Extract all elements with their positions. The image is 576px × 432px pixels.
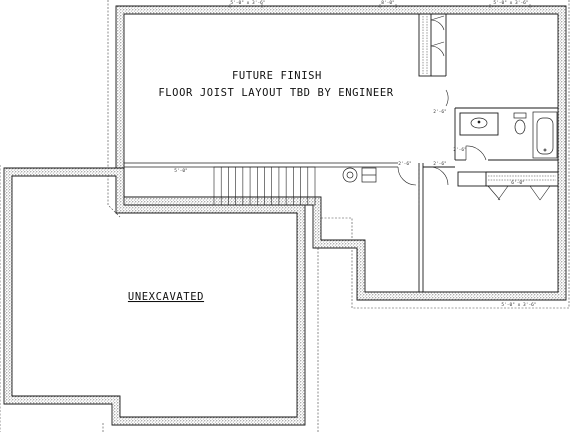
joist-note-label: FLOOR JOIST LAYOUT TBD BY ENGINEER xyxy=(158,87,393,99)
foundation-wall-upper xyxy=(115,5,567,301)
bathtub-icon xyxy=(532,111,558,159)
unexcavated-label: UNEXCAVATED xyxy=(128,291,204,303)
future-finish-label: FUTURE FINISH xyxy=(232,70,322,82)
room-labels: FUTURE FINISH FLOOR JOIST LAYOUT TBD BY … xyxy=(128,70,393,303)
toilet-bowl-icon xyxy=(514,119,526,135)
mechanical-equipment xyxy=(342,167,377,183)
foundation-wall-lower xyxy=(3,167,306,426)
door-swings xyxy=(397,15,551,201)
dim-bottom-right: 5'-0" x 3'-6" xyxy=(501,302,536,308)
beam-line xyxy=(124,162,398,168)
sink-icon xyxy=(470,117,488,129)
dim-stair-left: 5'-0" xyxy=(174,168,188,174)
dim-top-mid: 8'-0" xyxy=(381,0,395,6)
stairs xyxy=(213,166,316,206)
closet-shelves xyxy=(422,16,556,181)
dim-closet-right: 6'-0" xyxy=(511,180,525,186)
bath-fixtures xyxy=(470,111,558,159)
toilet-tank-icon xyxy=(513,112,527,119)
dimension-labels: 5'-0" x 3'-6" 8'-0" 5'-0" x 3'-6" 2'-6" … xyxy=(174,0,536,308)
partition-walls xyxy=(418,13,558,292)
dim-door-b: 2'-6" xyxy=(433,161,447,167)
dim-top-right: 5'-0" x 3'-6" xyxy=(493,0,528,6)
water-heater-icon xyxy=(342,167,358,183)
dim-top-left: 5'-0" x 3'-6" xyxy=(230,0,265,6)
dim-door-a: 2'-6" xyxy=(398,161,412,167)
dimension-ticks xyxy=(229,4,531,8)
dim-door-bath: 2'-6" xyxy=(433,109,447,115)
dim-closet-door: 2'-6" xyxy=(453,147,467,153)
